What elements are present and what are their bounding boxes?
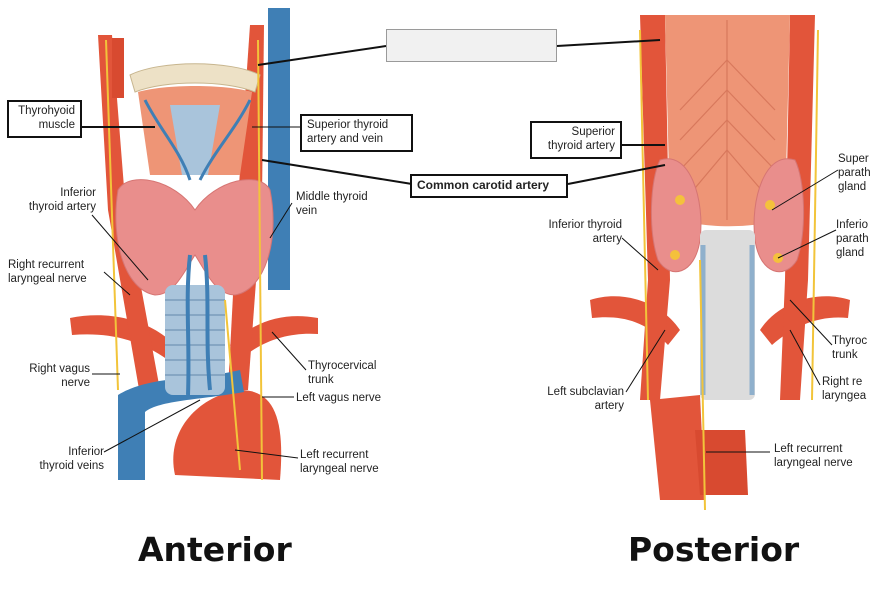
label-middle-thyroid-vein: Middle thyroid vein <box>296 191 368 217</box>
internal-jugular-vein <box>268 8 290 290</box>
recurrent-nerve-posterior <box>699 259 706 511</box>
label-inferior-thyroid-artery-anterior: Inferior thyroid artery <box>28 187 96 213</box>
label-thyrocervical-trunk: Thyrocervical trunk <box>308 360 377 386</box>
label-left-vagus-nerve: Left vagus nerve <box>296 392 382 404</box>
recurrent-laryngeal-nerve-left <box>224 299 241 471</box>
label-inferior-thyroid-veins: Inferior thyroid veins <box>39 446 104 472</box>
vagus-nerve-left <box>257 39 263 481</box>
leader-lines <box>82 39 839 459</box>
aorta-posterior <box>650 395 705 500</box>
label-superior-parathyroid-gland: Super parath gland <box>838 153 871 193</box>
label-superior-thyroid-artery: Superior thyroid artery <box>530 121 622 159</box>
label-right-recurrent-laryngeal-posterior: Right re laryngea <box>822 376 867 402</box>
label-common-carotid-artery: Common carotid artery <box>410 174 568 198</box>
right-common-carotid <box>98 35 160 395</box>
parathyroid-gland-3 <box>670 250 680 260</box>
posterior-illustration <box>590 15 850 511</box>
parathyroid-gland-2 <box>765 200 775 210</box>
brachiocephalic-vein <box>118 370 244 480</box>
trachea-anterior <box>165 285 225 395</box>
label-right-recurrent-laryngeal-nerve: Right recurrent laryngeal nerve <box>8 259 87 285</box>
right-carotid-top <box>112 38 124 98</box>
right-subclavian-artery <box>70 315 175 360</box>
vagus-nerve-right <box>105 39 119 391</box>
label-left-subclavian-artery: Left subclavian artery <box>547 386 624 412</box>
superior-thyroid-vessels <box>143 99 252 181</box>
label-left-recurrent-laryngeal-nerve-anterior: Left recurrent laryngeal nerve <box>300 449 379 475</box>
label-right-vagus-nerve: Right vagus nerve <box>29 363 90 389</box>
label-thyrohyoid-muscle: Thyrohyoid muscle <box>7 100 82 138</box>
thyroid-gland-anterior <box>115 179 274 296</box>
nerve-posterior-left <box>639 29 649 401</box>
label-superior-thyroid-artery-vein: Superior thyroid artery and vein <box>300 114 413 152</box>
left-subclavian-artery <box>230 316 318 360</box>
trachea-posterior <box>700 230 755 400</box>
label-thyrocervical-trunk-posterior: Thyroc trunk <box>832 335 868 361</box>
hyoid-bone <box>129 63 261 93</box>
blank-answer-box <box>386 29 557 62</box>
thyroid-lobe-posterior-right <box>650 158 702 273</box>
parathyroid-gland-1 <box>675 195 685 205</box>
nerve-posterior-right <box>811 29 819 401</box>
inferior-thyroid-veins-shape <box>185 254 212 396</box>
thyroid-cartilage <box>170 105 220 175</box>
title-anterior: Anterior <box>138 530 292 569</box>
aorta-posterior-2 <box>695 430 748 495</box>
trachea-rings <box>165 299 225 376</box>
thyroid-lobe-posterior-left <box>753 158 805 273</box>
title-posterior: Posterior <box>628 530 800 569</box>
aortic-arch-anterior <box>173 390 282 480</box>
anterior-illustration <box>70 8 318 481</box>
label-inferior-thyroid-artery-posterior: Inferior thyroid artery <box>548 219 622 245</box>
label-left-recurrent-laryngeal-nerve-posterior: Left recurrent laryngeal nerve <box>774 443 853 469</box>
label-inferior-parathyroid-gland: Inferio parath gland <box>836 219 869 259</box>
